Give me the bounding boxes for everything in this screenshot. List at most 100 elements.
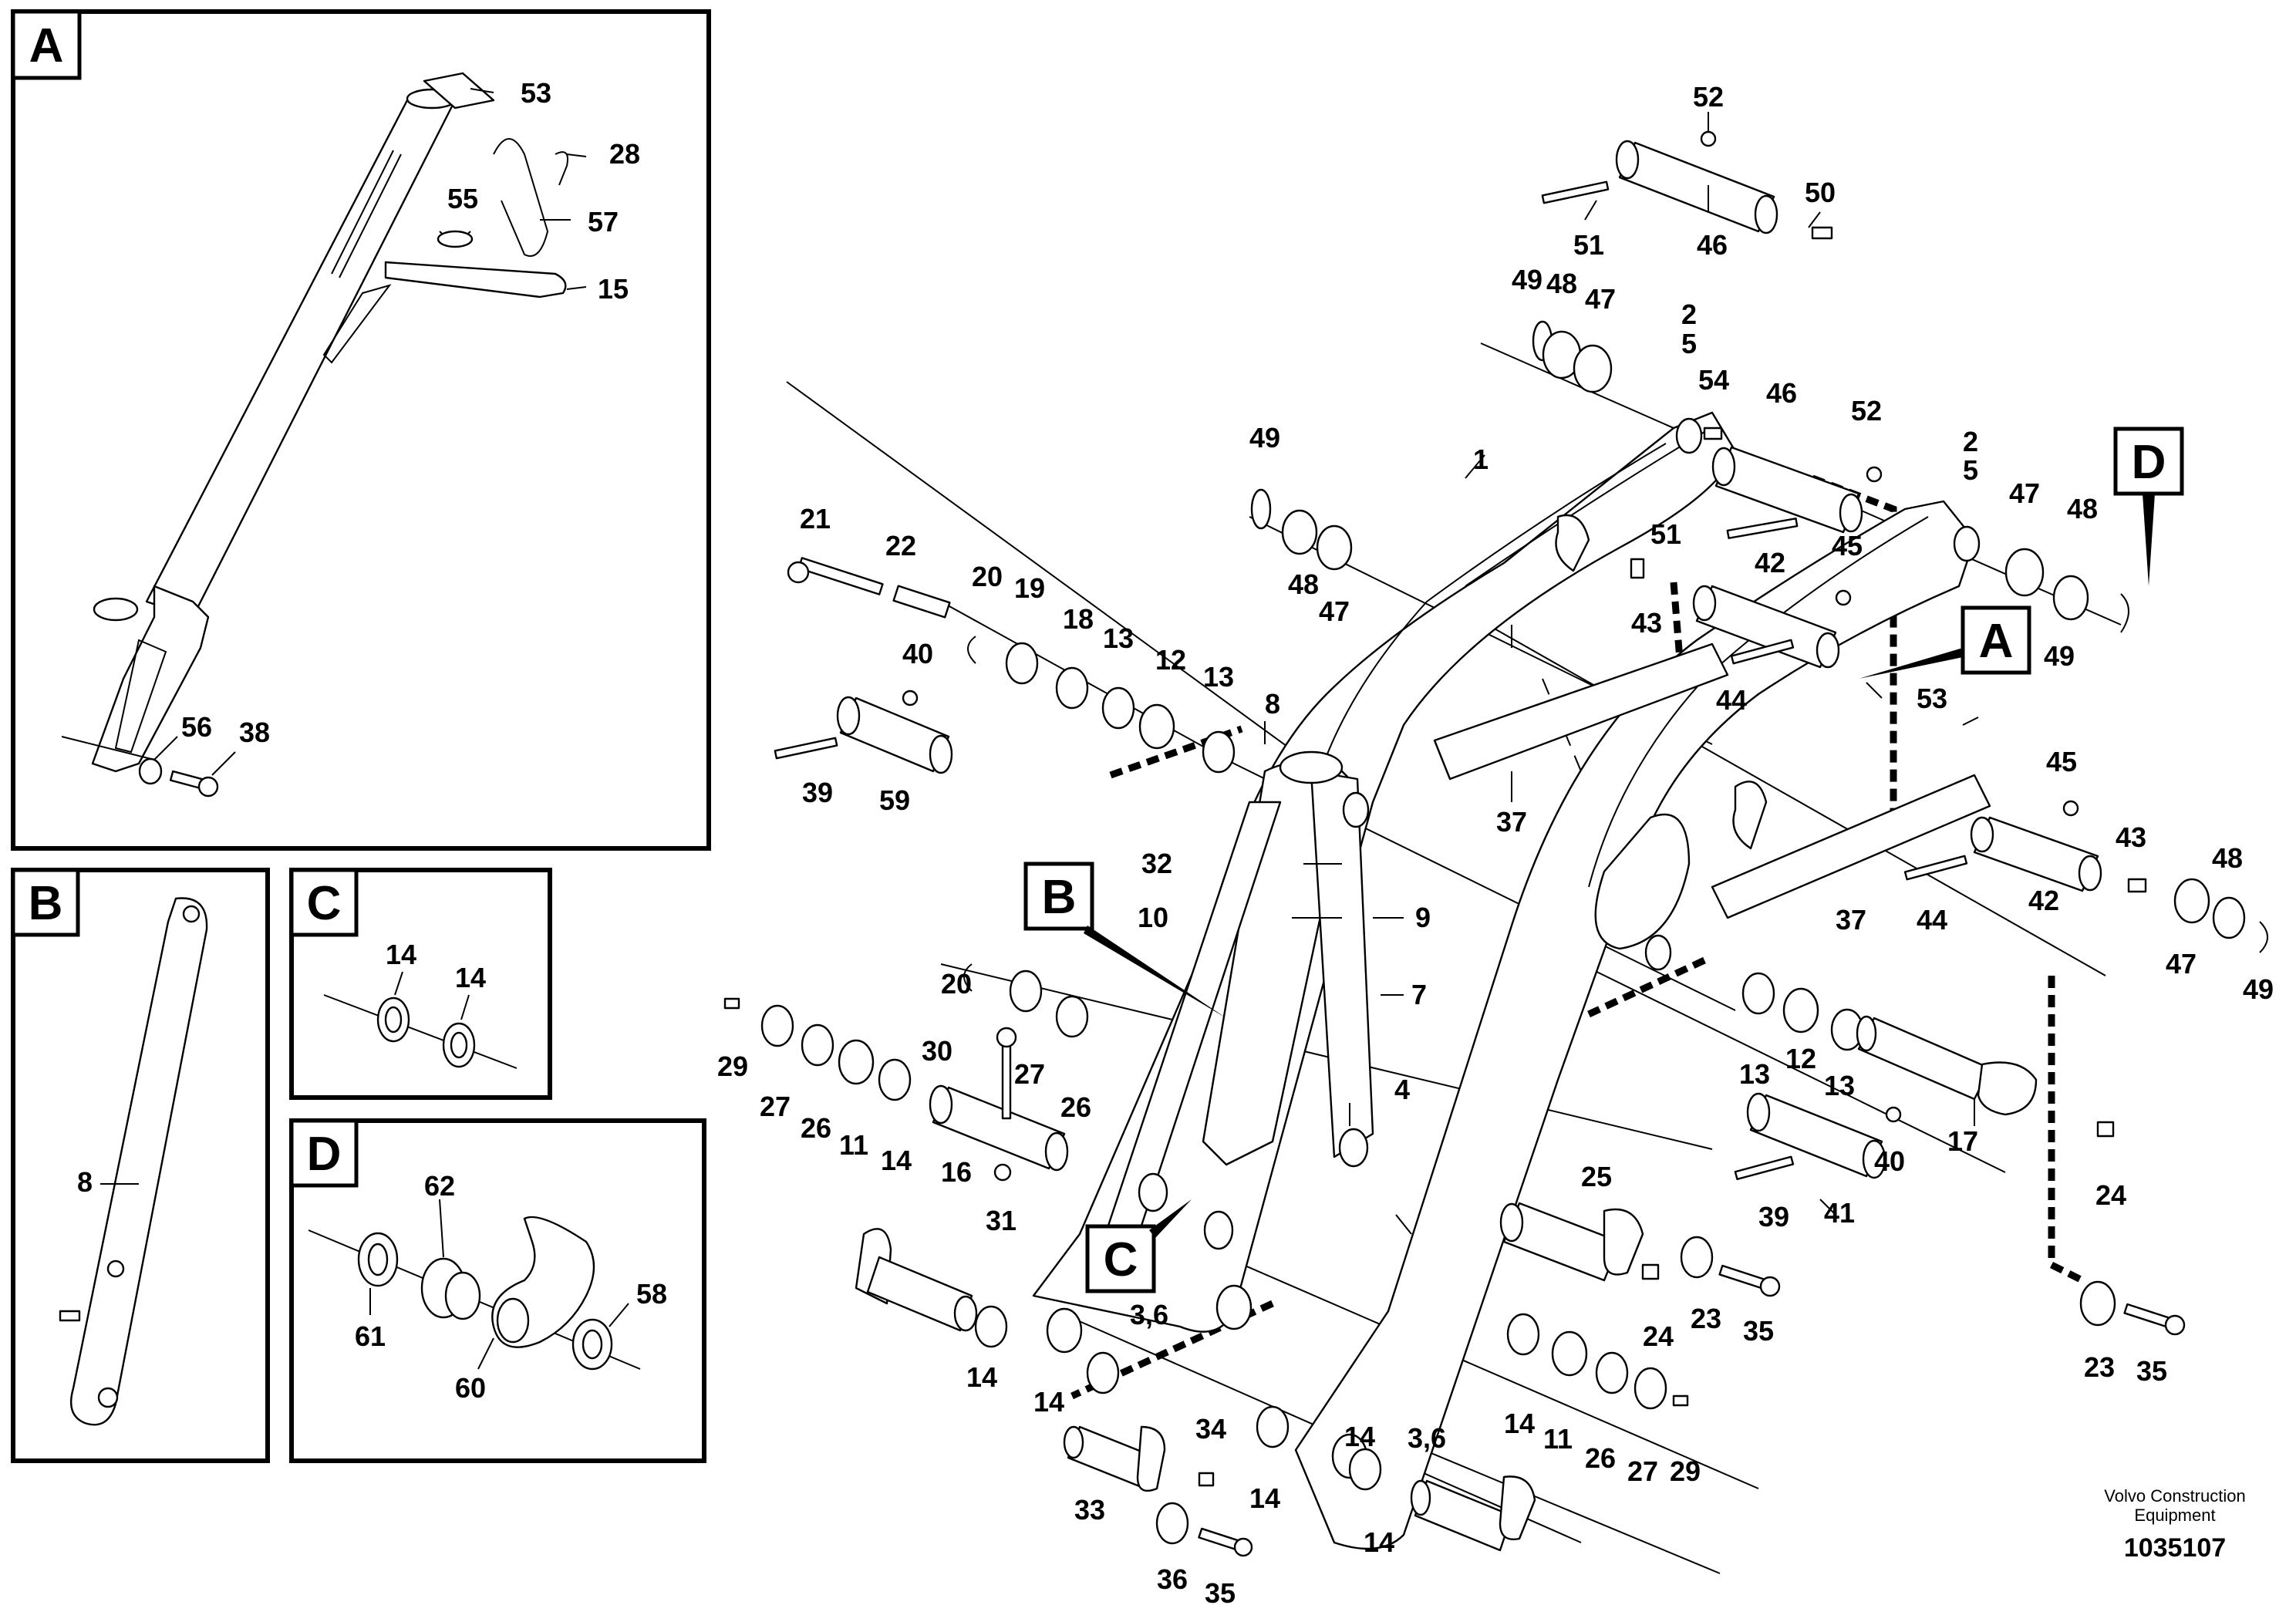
company-line-1: Volvo Construction bbox=[2104, 1486, 2245, 1506]
label-10: 10 bbox=[1138, 902, 1168, 933]
label-32: 32 bbox=[1141, 848, 1172, 879]
label-2-right: 2 bbox=[1963, 426, 1978, 457]
label-23: 23 bbox=[1691, 1303, 1721, 1334]
label-47: 47 bbox=[1585, 283, 1616, 315]
label-d-58: 58 bbox=[636, 1278, 667, 1310]
label-51-mid: 51 bbox=[1650, 518, 1681, 550]
label-41: 41 bbox=[1824, 1197, 1855, 1229]
pin-c-left bbox=[855, 1228, 978, 1332]
label-14-g: 14 bbox=[1364, 1526, 1394, 1558]
label-14: 14 bbox=[881, 1145, 912, 1176]
panel-b: B 8 bbox=[11, 868, 270, 1463]
label-45: 45 bbox=[1832, 530, 1863, 561]
callout-c-letter: C bbox=[1104, 1233, 1138, 1286]
label-20-lower: 20 bbox=[941, 968, 972, 1000]
label-27: 27 bbox=[760, 1091, 791, 1122]
label-49-right: 49 bbox=[2044, 640, 2075, 672]
label-a-56: 56 bbox=[181, 711, 212, 743]
label-40-b: 40 bbox=[1874, 1145, 1905, 1177]
label-54: 54 bbox=[1698, 364, 1729, 396]
pin-41 bbox=[1746, 1092, 1886, 1179]
label-14-d: 14 bbox=[1249, 1482, 1280, 1514]
pin-25 bbox=[1499, 1202, 1644, 1282]
callout-d-letter: D bbox=[2132, 436, 2166, 489]
label-48-right: 48 bbox=[2067, 493, 2098, 524]
label-26: 26 bbox=[801, 1112, 831, 1144]
label-27-c: 27 bbox=[1627, 1455, 1658, 1487]
panel-c-letter: C bbox=[307, 877, 342, 930]
label-44-right: 44 bbox=[1917, 904, 1947, 936]
label-51: 51 bbox=[1573, 229, 1604, 261]
label-26-c: 26 bbox=[1585, 1442, 1616, 1474]
label-a-53: 53 bbox=[521, 77, 551, 109]
label-37-right: 37 bbox=[1836, 904, 1866, 936]
label-42-right: 42 bbox=[2028, 885, 2059, 916]
label-26-b: 26 bbox=[1060, 1091, 1091, 1123]
label-5-right: 5 bbox=[1963, 454, 1978, 486]
label-d-60: 60 bbox=[455, 1372, 486, 1404]
label-24: 24 bbox=[2095, 1179, 2126, 1211]
label-42: 42 bbox=[1755, 547, 1785, 578]
label-20: 20 bbox=[972, 561, 1003, 592]
label-14-b: 14 bbox=[966, 1361, 997, 1393]
label-39-b: 39 bbox=[1758, 1201, 1789, 1233]
label-47-left: 47 bbox=[1319, 595, 1350, 627]
label-3-6: 3,6 bbox=[1130, 1299, 1168, 1330]
panel-a-letter: A bbox=[29, 19, 64, 73]
label-13: 13 bbox=[1103, 622, 1134, 654]
pin-17 bbox=[1856, 1015, 2038, 1116]
pin-59 bbox=[836, 696, 953, 774]
label-3-6-b: 3,6 bbox=[1408, 1422, 1446, 1454]
label-9: 9 bbox=[1415, 902, 1431, 933]
label-25: 25 bbox=[1581, 1161, 1612, 1192]
panel-d-letter: D bbox=[307, 1128, 342, 1181]
label-2: 2 bbox=[1681, 298, 1697, 330]
label-5: 5 bbox=[1681, 328, 1697, 359]
label-49: 49 bbox=[1512, 264, 1542, 295]
label-22: 22 bbox=[885, 530, 916, 561]
label-13-b: 13 bbox=[1203, 661, 1234, 693]
label-43: 43 bbox=[1631, 607, 1662, 639]
label-49-lower: 49 bbox=[2243, 973, 2274, 1005]
panel-d: D 62 58 61 60 bbox=[289, 1118, 706, 1463]
panel-c: C 14 14 bbox=[289, 868, 552, 1100]
label-21: 21 bbox=[800, 503, 831, 534]
label-49-left: 49 bbox=[1249, 422, 1280, 454]
label-35: 35 bbox=[1743, 1315, 1774, 1347]
label-a-28: 28 bbox=[609, 138, 640, 170]
label-40: 40 bbox=[902, 638, 933, 669]
document-number: 1035107 bbox=[2124, 1533, 2226, 1563]
label-a-15: 15 bbox=[598, 273, 629, 305]
main-assembly bbox=[723, 112, 2268, 1574]
label-36: 36 bbox=[1157, 1563, 1188, 1595]
pin-16 bbox=[929, 1084, 1069, 1172]
label-18: 18 bbox=[1063, 603, 1094, 635]
label-48-left: 48 bbox=[1288, 568, 1319, 600]
pin-33 bbox=[1063, 1425, 1166, 1492]
label-35-c: 35 bbox=[1205, 1577, 1236, 1609]
label-39: 39 bbox=[802, 777, 833, 808]
label-24-b: 24 bbox=[1643, 1320, 1674, 1352]
pin-42-lower bbox=[1970, 816, 2102, 892]
label-d-62: 62 bbox=[424, 1170, 455, 1202]
callout-a-letter: A bbox=[1979, 615, 2014, 668]
callout-b-letter: B bbox=[1042, 871, 1077, 924]
label-14-f: 14 bbox=[1344, 1421, 1375, 1452]
label-34: 34 bbox=[1195, 1413, 1226, 1445]
label-12-b: 12 bbox=[1785, 1043, 1816, 1074]
label-50: 50 bbox=[1805, 177, 1836, 208]
pin-46-mid bbox=[1711, 446, 1863, 534]
label-a-57: 57 bbox=[588, 206, 619, 238]
label-a-38: 38 bbox=[239, 717, 270, 748]
label-8: 8 bbox=[1265, 688, 1280, 720]
link-rod-drawing bbox=[59, 897, 208, 1426]
label-4: 4 bbox=[1394, 1074, 1410, 1105]
label-59: 59 bbox=[879, 784, 910, 816]
label-b-8: 8 bbox=[77, 1166, 93, 1198]
label-46-mid: 46 bbox=[1766, 377, 1797, 409]
label-13-d: 13 bbox=[1824, 1070, 1855, 1101]
label-48: 48 bbox=[1546, 268, 1577, 299]
pin-46-top bbox=[1615, 140, 1778, 234]
label-33: 33 bbox=[1074, 1494, 1105, 1526]
